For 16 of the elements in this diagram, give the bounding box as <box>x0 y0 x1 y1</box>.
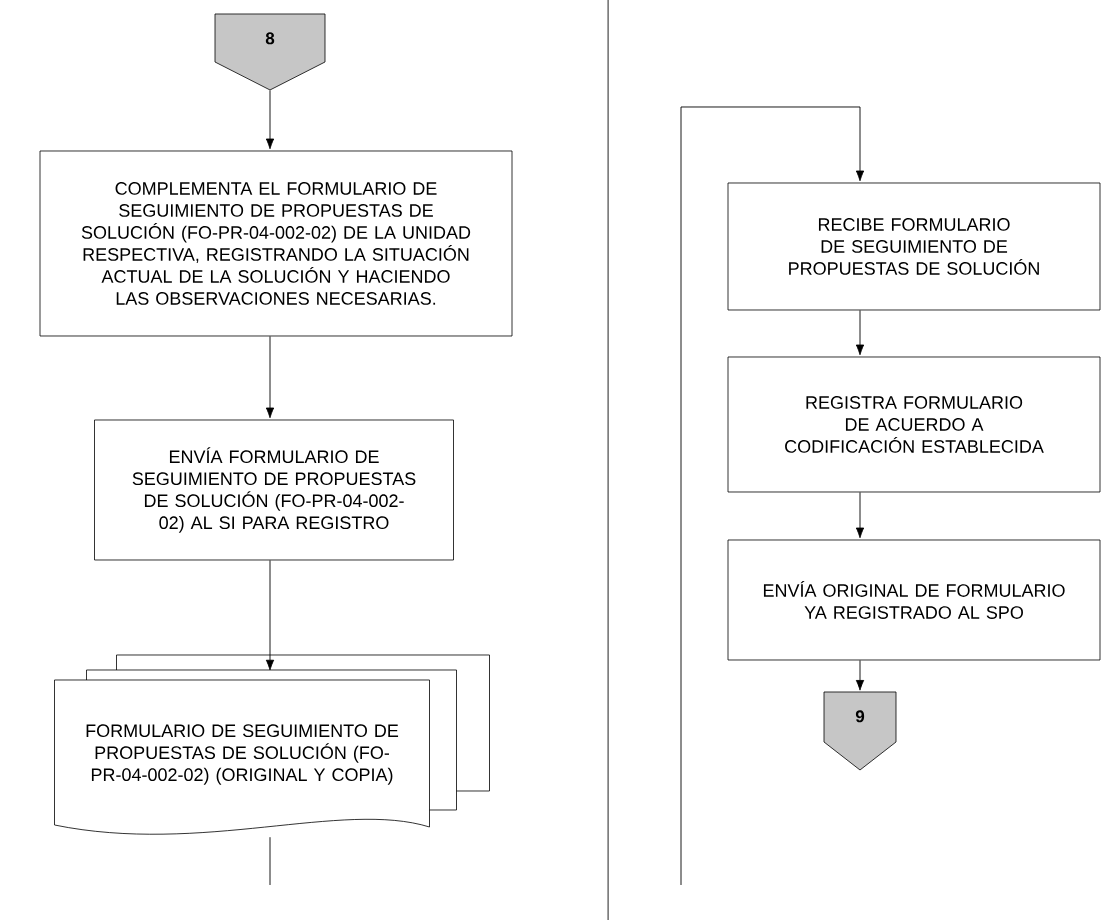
process-box: RECIBE FORMULARIO DE SEGUIMIENTO DE PROPUESTAS DE SOLUCIÓN <box>727 182 1101 311</box>
document-stack: FORMULARIO DE SEGUIMIENTO DE PROPUESTAS DE SOLUCIÓN (FO-PR-04-002-02) (ORIGINAL Y COPIA) <box>54 654 490 835</box>
arrow <box>680 106 865 886</box>
arrow <box>855 491 865 539</box>
arrow <box>265 89 275 150</box>
process-box: REGISTRA FORMULARIO DE ACUERDO A CODIFICACIÓN ESTABLECIDA <box>727 356 1101 493</box>
off-page-connector: 9 <box>823 691 897 771</box>
process-box: ENVÍA FORMULARIO DE SEGUIMIENTO DE PROPUESTAS DE SOLUCIÓN (FO-PR-04-002-02) AL SI PARA REGISTRO <box>94 419 454 561</box>
arrow <box>855 659 865 691</box>
process-box: ENVÍA ORIGINAL DE FORMULARIO YA REGISTRADO AL SPO <box>727 539 1101 661</box>
process-box: COMPLEMENTA EL FORMULARIO DE SEGUIMIENTO DE PROPUESTAS DE SOLUCIÓN (FO-PR-04-002-02) DE LA UNIDAD RESPECTIVA, REGISTRANDO LA SITUACIÓN ACTUAL DE LA SOLUCIÓN Y HACIENDO LAS OBSERVACIONES NECESARIAS. <box>39 150 513 337</box>
off-page-connector: 8 <box>214 13 326 91</box>
arrow <box>265 559 275 671</box>
connector-line <box>269 836 271 886</box>
arrow <box>265 335 275 419</box>
arrow <box>855 309 865 356</box>
